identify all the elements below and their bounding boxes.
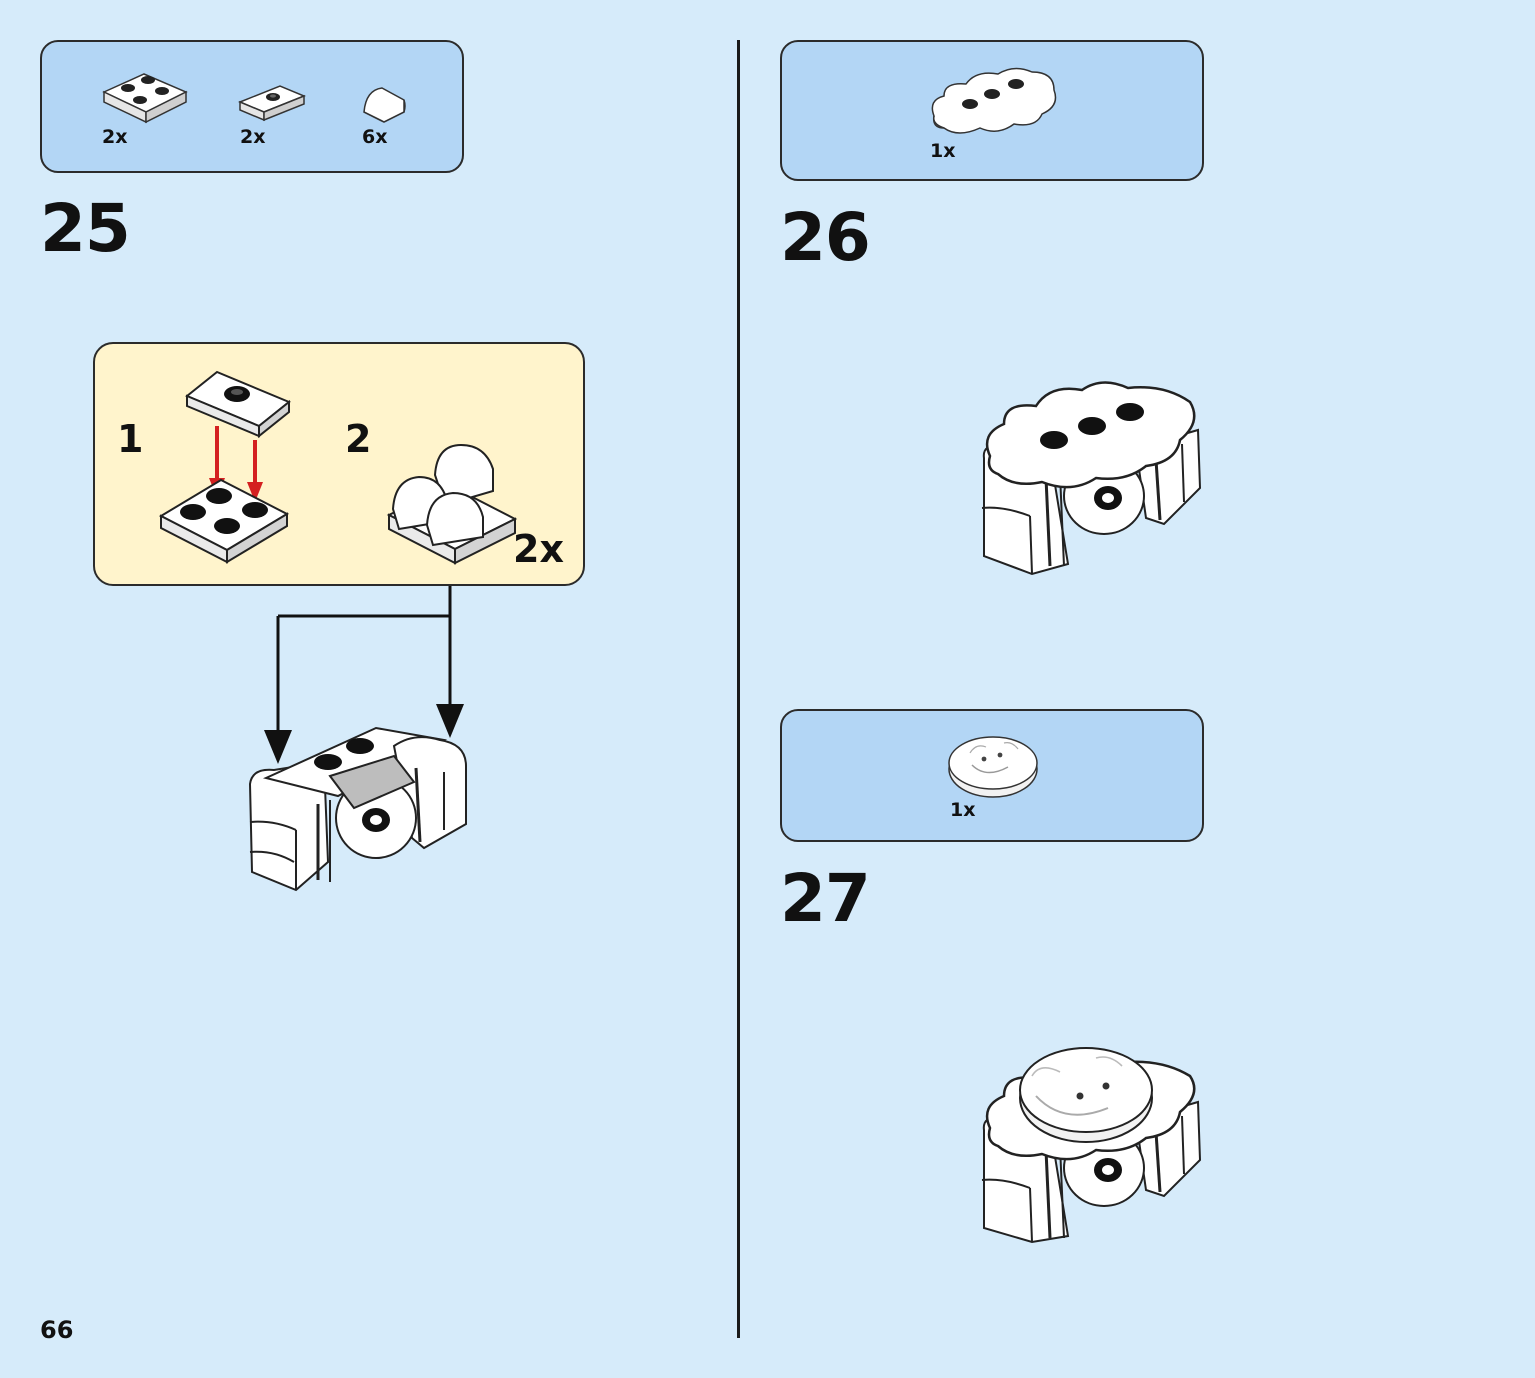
step-number-26: 26 [780,199,871,276]
part-qty-curved-slope: 6x [362,126,388,148]
round-tile-printed-face-icon [948,736,1038,798]
part-qty-cloud-plate: 1x [930,140,956,162]
parts-callout-step-27: 1x [780,709,1204,842]
subassembly-multiplier: 2x [513,527,564,571]
substep-number-1: 1 [117,417,144,461]
step-number-27: 27 [780,860,871,937]
substep-1-illustration [158,370,291,564]
step-25-model-illustration [248,726,467,892]
plate-2x2-icon [102,73,188,124]
page-number: 66 [40,1316,74,1344]
parts-callout-step-25: 2x 2x 6x [40,40,464,173]
substep-2-illustration [386,443,518,565]
slope-curved-1x1-icon [363,87,406,123]
substep-number-2: 2 [345,417,372,461]
part-qty-jumper-plate: 2x [240,126,266,148]
part-qty-2x2-plate: 2x [102,126,128,148]
column-divider [737,40,740,1338]
parts-callout-step-26: 1x [780,40,1204,181]
part-qty-round-tile: 1x [950,799,976,821]
plate-1x2-jumper-icon [238,85,306,122]
step-26-model-illustration [981,381,1202,576]
step-27-model-illustration [981,1047,1202,1244]
subassembly-arrows [264,586,464,764]
subassembly-callout: 1 2 2x [93,342,585,586]
step-number-25: 25 [40,190,131,267]
cloud-plate-icon [931,67,1057,134]
